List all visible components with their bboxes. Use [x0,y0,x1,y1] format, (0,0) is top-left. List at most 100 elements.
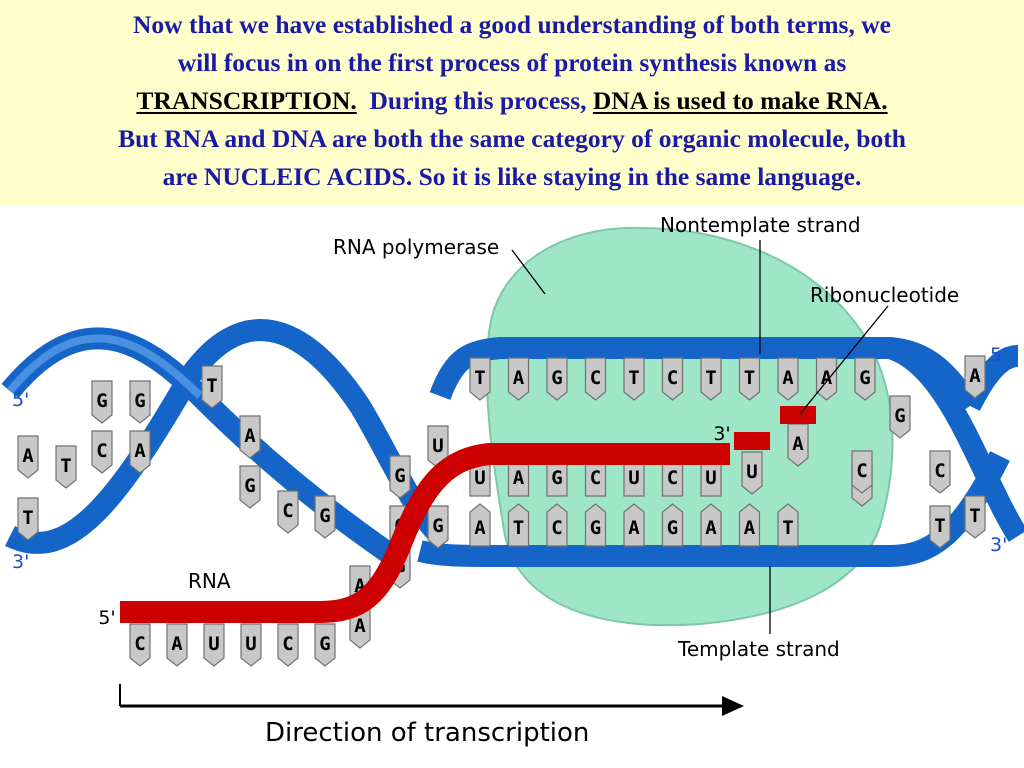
nontemplate-base-letter: T [705,367,716,389]
nontemplate-base: T [738,357,761,401]
left-helix-base-peg [17,497,39,541]
rna-lower-base: A [166,623,188,667]
rna-base-letter: C [590,467,601,489]
rna-5-prime: 5' [98,607,115,629]
nontemplate-base-letter: A [821,367,833,389]
right-helix-base-peg [851,450,873,494]
left-helix-base-peg [201,365,223,409]
nontemplate-base: A [507,357,530,401]
rna-base-letter: U [628,467,639,489]
left-helix-base: G [91,380,113,424]
nontemplate-base: C [661,357,684,401]
template-base-peg [623,503,645,547]
template-base-letter: T [513,517,524,539]
transition-base-letter: A [354,615,366,637]
left-helix-base-letter: G [319,505,330,527]
left-helix-base: G [239,465,261,509]
nontemplate-base-peg [507,357,530,401]
rna-strand [120,443,730,623]
left-helix-base: T [201,365,223,409]
right-5-prime: 5' [990,344,1007,366]
right-helix-base-letter: C [856,460,867,482]
left-helix-base: G [129,380,151,424]
left-helix-base-peg [91,380,113,424]
nontemplate-base: G [546,357,568,401]
right-helix-base: C [929,450,951,494]
slide-line-1: Now that we have established a good unde… [133,10,891,39]
left-helix-base-letter: A [244,425,256,447]
template-base-letter: A [628,517,640,539]
left-helix-base: C [91,430,113,474]
left-helix-base-peg [129,430,151,474]
left-helix-base-letter: G [134,390,145,412]
rna-base-letter: A [513,467,525,489]
right-helix-base-letter: C [934,460,945,482]
left-helix-base: G [314,495,336,539]
template-base-letter: G [667,517,678,539]
template-base: A [469,503,491,547]
left-helix-base-peg [239,465,261,509]
left-helix-base-peg [91,430,113,474]
right-helix-base: T [929,505,951,549]
rna-lower-base-letter: A [171,633,183,655]
key-phrase: DNA is used to make RNA. [592,86,888,115]
left-helix-base-letter: T [60,455,71,477]
template-base-peg [777,503,799,547]
nontemplate-base-peg [661,357,684,401]
rna-3-prime: 3' [713,423,730,445]
template-base: G [584,503,607,547]
rna-lower-base-letter: U [208,633,219,655]
left-helix-base-peg [277,490,299,534]
left-helix-base-peg [55,445,77,489]
left-helix-base: T [17,497,39,541]
rna-label: RNA [188,569,231,593]
nontemplate-strand-label: Nontemplate strand [660,213,861,237]
template-base-peg [546,503,568,547]
rna-lower-base-peg [240,623,262,667]
rna-3-end-base-letter: U [746,461,757,483]
left-helix-base: C [277,490,299,534]
right-3-prime: 3' [990,534,1007,556]
rna-lower-base: C [129,623,151,667]
right-helix-base-peg [964,355,986,399]
nontemplate-base-letter: C [590,367,601,389]
right-helix-base-peg [889,395,911,439]
left-helix-base: A [17,435,39,479]
direction-label: Direction of transcription [265,718,589,748]
ribonucleotide-block [780,406,816,424]
left-helix-base-peg [239,415,261,459]
rna-lower-base: U [203,623,225,667]
slide-line-2: will focus in on the first process of pr… [177,48,847,77]
slide-line-5: are NUCLEIC ACIDS. So it is like staying… [162,162,862,191]
slide-line-3-mid: During this process, [369,86,587,115]
ribonucleotide-label: Ribonucleotide [810,283,959,307]
template-base: C [546,503,568,547]
rna-base-letter: G [551,467,562,489]
transition-base: G [427,505,449,549]
slide-line-4: But RNA and DNA are both the same catego… [118,124,906,153]
nontemplate-base: A [815,357,838,401]
template-strand-label: Template strand [677,637,840,661]
template-base: T [777,503,799,547]
nontemplate-base-peg [854,357,876,401]
nontemplate-base-letter: G [551,367,562,389]
template-base: A [623,503,645,547]
left-helix-base-letter: G [244,475,255,497]
template-base: T [507,503,530,547]
right-helix-base-letter: T [934,515,945,537]
rna-lower-base-letter: G [319,633,330,655]
right-helix-base: A [964,355,986,399]
rna-lower-base: G [314,623,336,667]
rna-base-letter: C [667,467,678,489]
nontemplate-base-letter: C [667,367,678,389]
rna-lower-base-peg [129,623,151,667]
nontemplate-base-letter: T [744,367,755,389]
transition-base-letter: G [432,515,443,537]
nontemplate-base-peg [623,357,645,401]
template-base-peg [700,503,722,547]
nontemplate-base-letter: A [782,367,794,389]
template-base-letter: A [744,517,756,539]
nontemplate-base: A [777,357,799,401]
transition-base-letter: U [432,435,443,457]
nontemplate-base-peg [815,357,838,401]
